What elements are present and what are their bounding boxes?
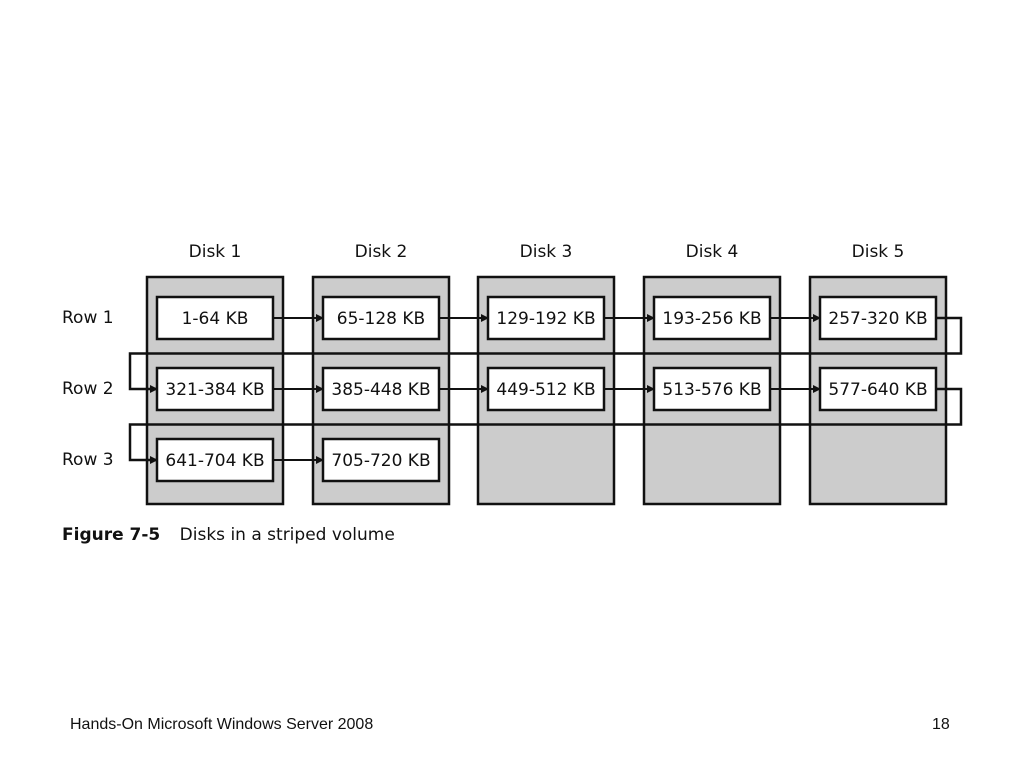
disk-label-1: Disk 1 bbox=[189, 242, 242, 262]
data-block-label: 577-640 KB bbox=[828, 380, 927, 400]
data-block-label: 641-704 KB bbox=[165, 451, 264, 471]
data-block bbox=[155, 366, 275, 412]
row-wrap-connector bbox=[128, 316, 963, 393]
data-block-label: 1-64 KB bbox=[182, 309, 249, 329]
data-block bbox=[486, 366, 606, 412]
page-number: 18 bbox=[932, 716, 950, 733]
figure-caption: Figure 7-5 Disks in a striped volume bbox=[62, 525, 395, 545]
data-block bbox=[818, 295, 938, 341]
data-block bbox=[652, 295, 772, 341]
data-block-label: 257-320 KB bbox=[828, 309, 927, 329]
row-label-3: Row 3 bbox=[62, 450, 114, 470]
row-label-2: Row 2 bbox=[62, 379, 114, 399]
data-block-label: 65-128 KB bbox=[337, 309, 425, 329]
data-block bbox=[818, 366, 938, 412]
figure-number: Figure 7-5 bbox=[62, 525, 161, 545]
footer-title: Hands-On Microsoft Windows Server 2008 bbox=[70, 716, 374, 733]
data-block bbox=[155, 437, 275, 483]
data-block bbox=[155, 295, 275, 341]
row-label-1: Row 1 bbox=[62, 308, 114, 328]
disk-label-3: Disk 3 bbox=[520, 242, 573, 262]
data-block-label: 385-448 KB bbox=[331, 380, 430, 400]
data-block-label: 449-512 KB bbox=[496, 380, 595, 400]
data-block-label: 705-720 KB bbox=[331, 451, 430, 471]
data-block bbox=[321, 437, 441, 483]
disk-label-2: Disk 2 bbox=[355, 242, 408, 262]
row-wrap-connector bbox=[128, 387, 963, 464]
data-block bbox=[321, 295, 441, 341]
figure-caption-text: Disks in a striped volume bbox=[179, 525, 395, 545]
data-block-label: 193-256 KB bbox=[662, 309, 761, 329]
data-block-label: 129-192 KB bbox=[496, 309, 595, 329]
disk-label-5: Disk 5 bbox=[852, 242, 905, 262]
data-block-label: 321-384 KB bbox=[165, 380, 264, 400]
data-block bbox=[321, 366, 441, 412]
data-block-label: 513-576 KB bbox=[662, 380, 761, 400]
disk-label-4: Disk 4 bbox=[686, 242, 739, 262]
data-block bbox=[652, 366, 772, 412]
data-block bbox=[486, 295, 606, 341]
